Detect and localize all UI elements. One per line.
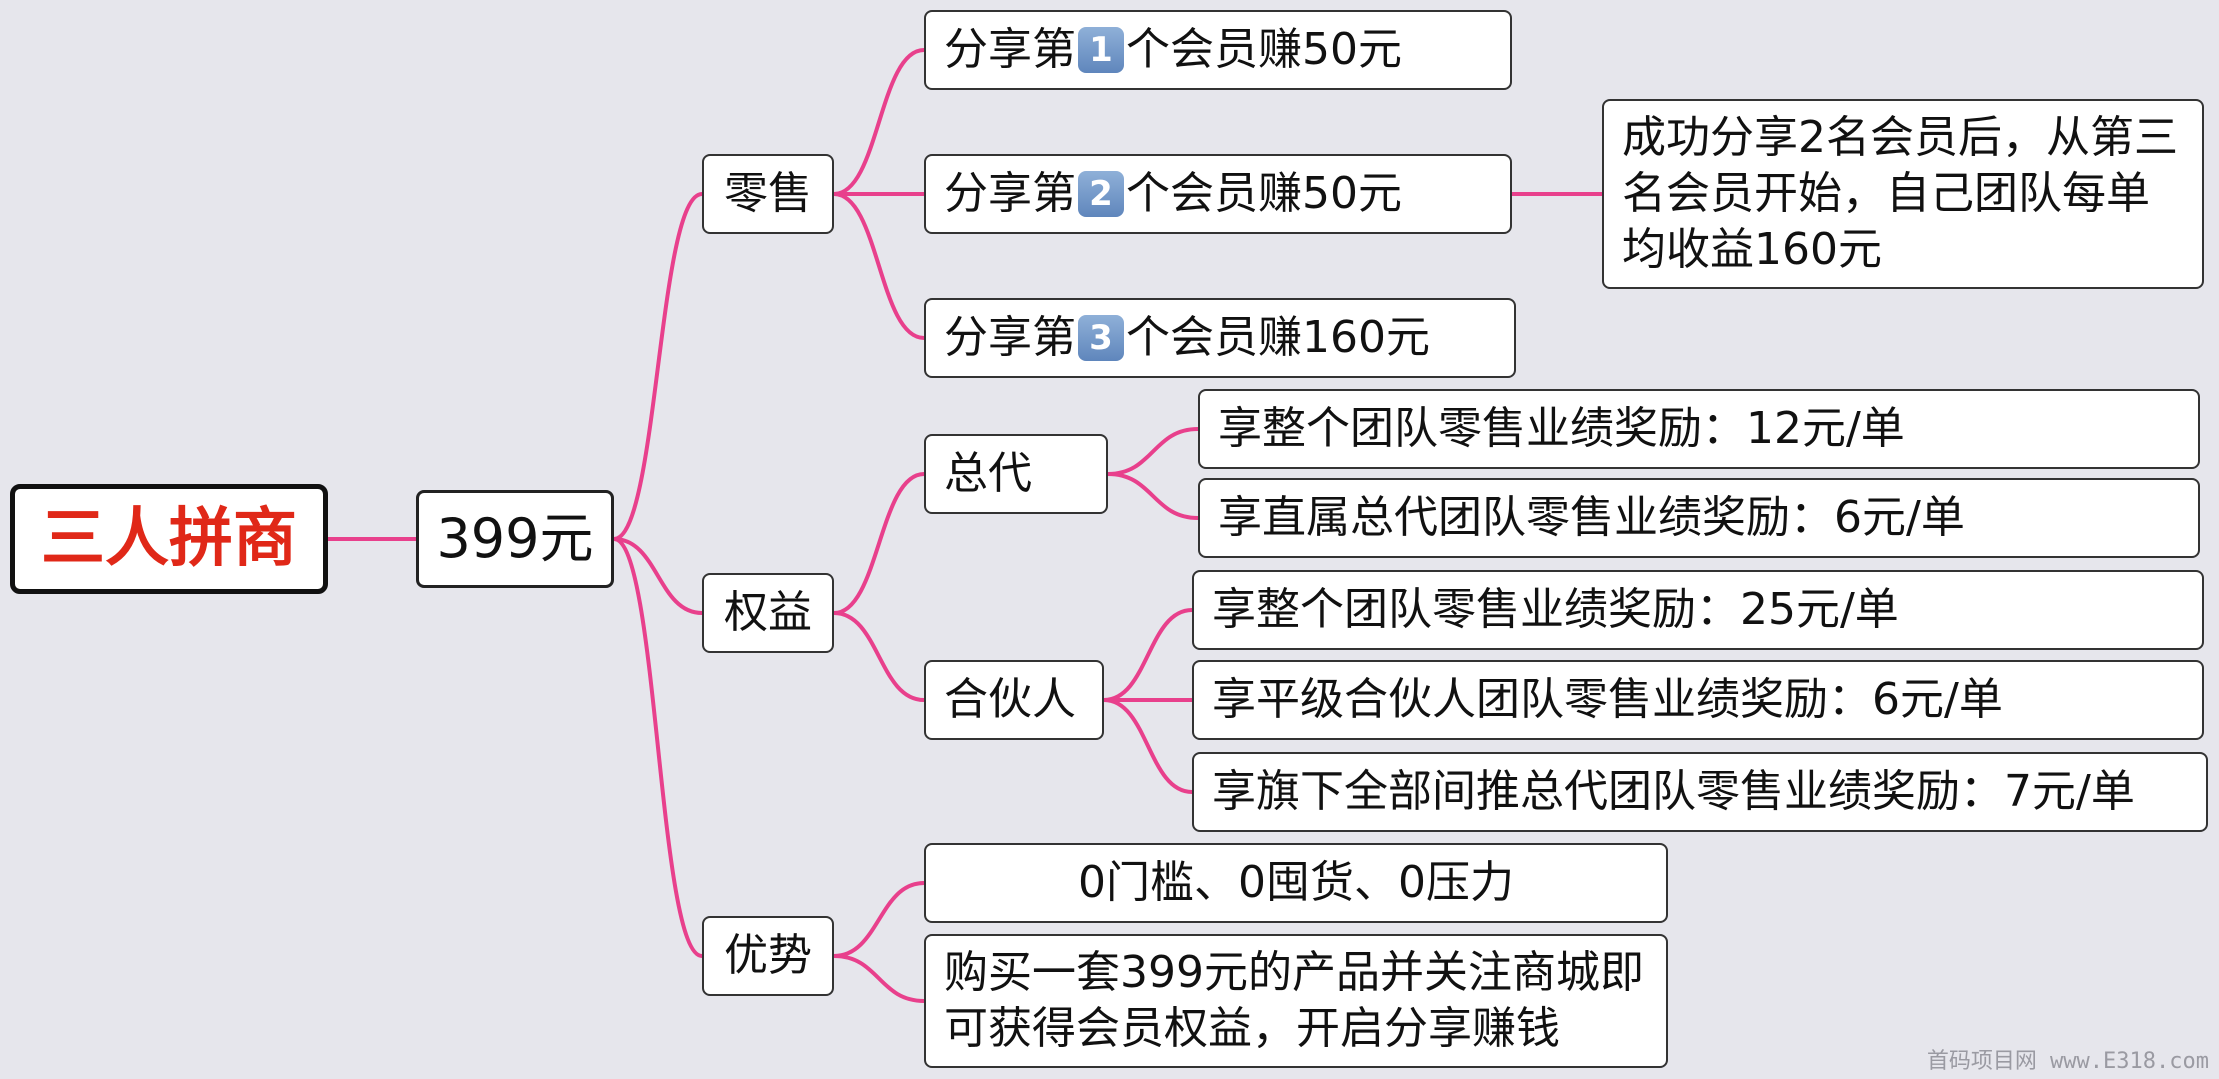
retail-note-node[interactable]: 成功分享2名会员后，从第三名会员开始，自己团队每单均收益160元 bbox=[1602, 99, 2204, 289]
retail-item-3-post: 个会员赚160元 bbox=[1126, 312, 1430, 363]
partner-reward-3-text: 享旗下全部间推总代团队零售业绩奖励：7元/单 bbox=[1212, 766, 2135, 817]
connector-price-retail bbox=[613, 192, 703, 541]
agent-reward-1-text: 享整个团队零售业绩奖励：12元/单 bbox=[1218, 403, 1905, 454]
agent-reward-1[interactable]: 享整个团队零售业绩奖励：12元/单 bbox=[1198, 389, 2200, 469]
partner-reward-1[interactable]: 享整个团队零售业绩奖励：25元/单 bbox=[1192, 570, 2204, 650]
rights-label: 权益 bbox=[724, 587, 812, 638]
number-3-keycap-icon: 3 bbox=[1078, 315, 1124, 361]
agent-reward-2[interactable]: 享直属总代团队零售业绩奖励：6元/单 bbox=[1198, 478, 2200, 558]
connector-retail-item-3 bbox=[833, 192, 925, 340]
retail-item-2-post: 个会员赚50元 bbox=[1126, 168, 1402, 219]
retail-item-1-pre: 分享第 bbox=[944, 24, 1076, 75]
advantage-item-1-text: 0门槛、0囤货、0压力 bbox=[1078, 857, 1514, 908]
connector-advantage-item-1 bbox=[833, 881, 925, 958]
advantage-item-2[interactable]: 购买一套399元的产品并关注商城即可获得会员权益，开启分享赚钱 bbox=[924, 934, 1668, 1068]
retail-node[interactable]: 零售 bbox=[702, 154, 834, 234]
retail-label: 零售 bbox=[724, 168, 812, 219]
connector-rights-partner bbox=[833, 611, 925, 702]
retail-item-2-pre: 分享第 bbox=[944, 168, 1076, 219]
advantage-item-1[interactable]: 0门槛、0囤货、0压力 bbox=[924, 843, 1668, 923]
agent-node[interactable]: 总代 bbox=[924, 434, 1108, 514]
connector-price-advantage bbox=[613, 537, 703, 958]
connector-advantage-item-2 bbox=[833, 954, 925, 1003]
connector-price-rights bbox=[613, 537, 703, 615]
connector-partner-reward-1 bbox=[1103, 608, 1193, 702]
partner-label: 合伙人 bbox=[944, 674, 1076, 725]
agent-label: 总代 bbox=[944, 448, 1032, 499]
connector-agent-reward-1 bbox=[1107, 427, 1199, 476]
price-label: 399元 bbox=[436, 507, 594, 570]
partner-reward-2[interactable]: 享平级合伙人团队零售业绩奖励：6元/单 bbox=[1192, 660, 2204, 740]
retail-item-3-pre: 分享第 bbox=[944, 312, 1076, 363]
partner-node[interactable]: 合伙人 bbox=[924, 660, 1104, 740]
connector-retail-item-1 bbox=[833, 48, 925, 196]
connector-rights-agent bbox=[833, 472, 925, 615]
partner-reward-3[interactable]: 享旗下全部间推总代团队零售业绩奖励：7元/单 bbox=[1192, 752, 2208, 832]
number-1-keycap-icon: 1 bbox=[1078, 27, 1124, 73]
root-node[interactable]: 三人拼商 bbox=[10, 484, 328, 594]
rights-node[interactable]: 权益 bbox=[702, 573, 834, 653]
connector-agent-reward-2 bbox=[1107, 472, 1199, 520]
partner-reward-1-text: 享整个团队零售业绩奖励：25元/单 bbox=[1212, 584, 1899, 635]
price-node[interactable]: 399元 bbox=[416, 490, 614, 588]
retail-note-text: 成功分享2名会员后，从第三名会员开始，自己团队每单均收益160元 bbox=[1622, 112, 2178, 275]
number-2-keycap-icon: 2 bbox=[1078, 171, 1124, 217]
advantage-item-2-text: 购买一套399元的产品并关注商城即可获得会员权益，开启分享赚钱 bbox=[944, 947, 1644, 1054]
advantage-node[interactable]: 优势 bbox=[702, 916, 834, 996]
watermark: 首码项目网 www.E318.com bbox=[1926, 1049, 2209, 1074]
retail-item-1-post: 个会员赚50元 bbox=[1126, 24, 1402, 75]
partner-reward-2-text: 享平级合伙人团队零售业绩奖励：6元/单 bbox=[1212, 674, 2003, 725]
connector-partner-reward-3 bbox=[1103, 698, 1193, 794]
root-label: 三人拼商 bbox=[41, 502, 297, 576]
advantage-label: 优势 bbox=[724, 930, 812, 981]
agent-reward-2-text: 享直属总代团队零售业绩奖励：6元/单 bbox=[1218, 492, 1965, 543]
